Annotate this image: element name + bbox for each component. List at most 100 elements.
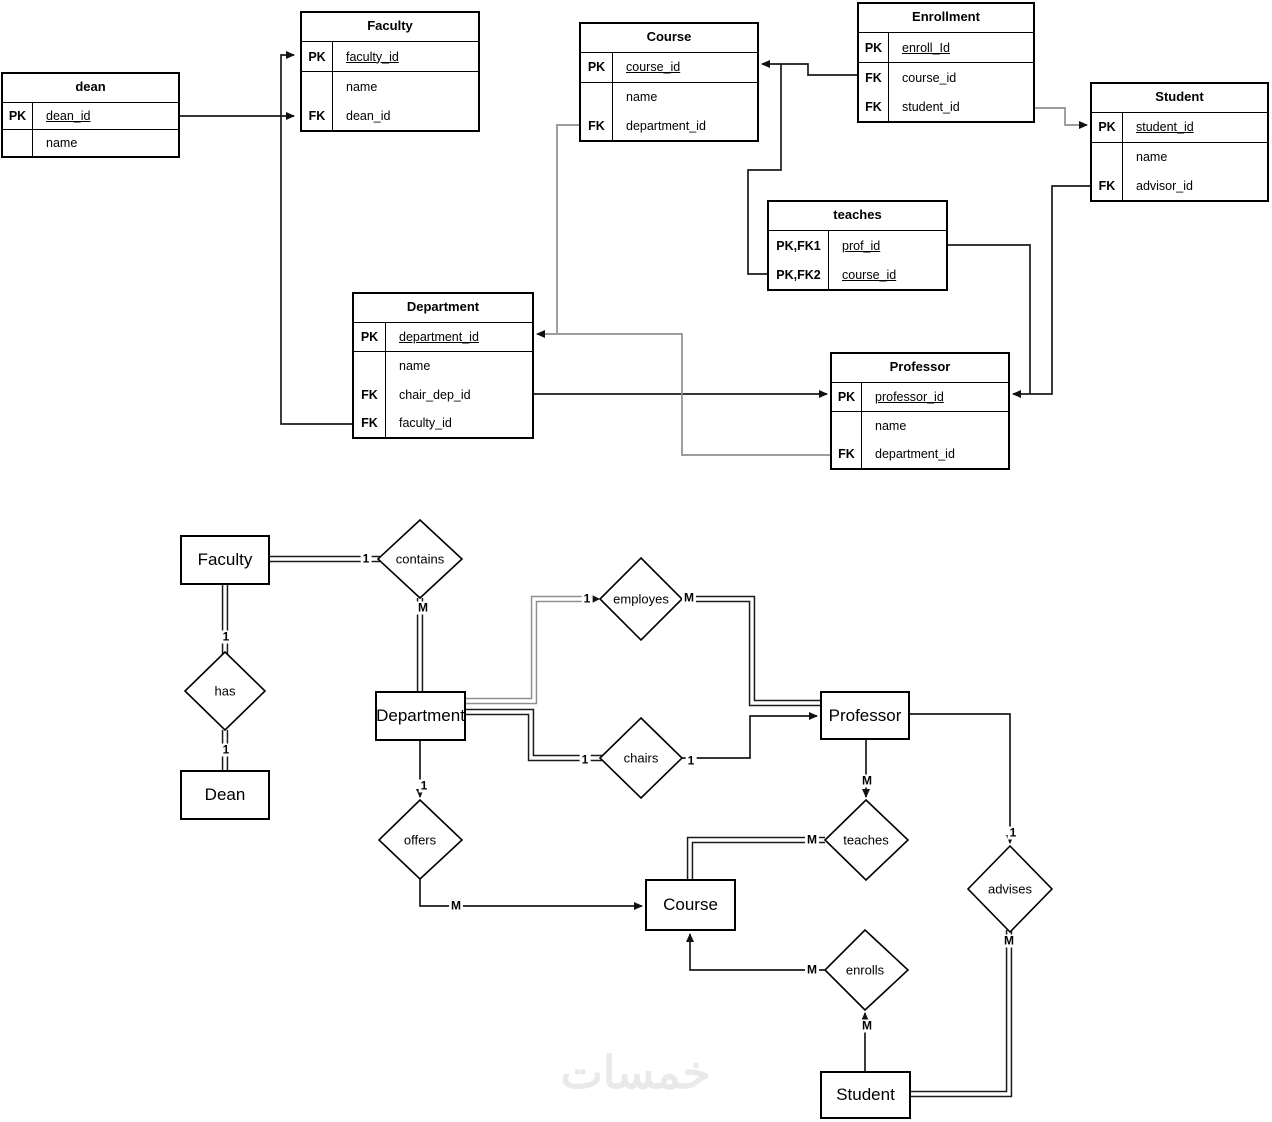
table-row: name [1092,141,1267,172]
table-title: Course [581,24,757,53]
cardinality-teaches-professor: M [860,773,874,788]
key-cell: PK [302,42,333,71]
key-cell [354,352,386,381]
key-cell: PK [3,103,33,129]
relationship-label-offers: offers [403,832,437,848]
relationship-label-teaches: teaches [843,832,889,848]
table-row: name [354,351,532,381]
key-cell [3,130,33,156]
entity-faculty: Faculty [180,535,270,585]
cardinality-contains-faculty: 1 [360,551,372,566]
table-row: PK faculty_id [302,42,478,71]
cardinality-advises-student: M [1002,933,1016,948]
column-name: course_id [902,70,957,85]
table-row: FK department_id [581,111,757,141]
column-name: prof_id [842,238,881,253]
relationship-diamond [823,798,910,882]
relationship-diamond [183,650,267,732]
column-name: department_id [875,447,955,461]
table-row: name [832,411,1008,440]
table-row: FK department_id [832,440,1008,468]
column-name: faculty_id [346,49,399,64]
key-cell: FK [859,92,889,121]
cardinality-offers-course: M [449,898,463,913]
relationship-label-enrolls: enrolls [845,962,885,978]
column-name: professor_id [875,390,944,404]
column-name: course_id [626,60,681,75]
key-cell: PK [581,53,613,82]
er-single-connectors [416,712,1014,1071]
cardinality-teaches-course: M [805,832,819,847]
table-title: Department [354,294,532,323]
cardinality-employes-professor: M [682,590,696,605]
watermark-text: خمسات [560,1047,711,1098]
column-name: department_id [626,118,706,133]
relationship-diamond [598,556,684,642]
cardinality-contains-department: M [416,600,430,615]
cardinality-has-dean: 1 [220,742,232,757]
table-row: name [3,129,178,156]
key-cell: FK [581,111,613,141]
table-title: Enrollment [859,4,1033,33]
column-name: department_id [399,330,479,345]
entity-student: Student [820,1071,911,1119]
key-cell: PK,FK1 [769,231,829,260]
relationship-label-advises: advises [987,881,1033,897]
key-cell [1092,142,1123,172]
key-cell [581,82,613,112]
er-double-lines [221,555,1013,1098]
key-cell: PK [354,323,386,352]
entity-professor: Professor [820,691,910,740]
cardinality-enrolls-student: M [860,1018,874,1033]
column-name: name [1136,150,1168,164]
key-cell: FK [354,380,386,409]
relationship-label-employes: employes [613,591,669,607]
column-name: name [46,136,78,150]
relationship-diamond [376,518,464,600]
table-row: name [581,81,757,112]
cardinality-chairs-department: 1 [579,752,591,767]
relationship-diamond [823,928,910,1012]
table-title: dean [3,74,178,103]
table-row: PK,FK2 course_id [769,260,946,289]
relationship-diamonds [183,518,1054,1012]
column-name: course_id [842,267,897,282]
column-name: name [399,359,431,374]
table-row: name [302,71,478,101]
table-row: PK department_id [354,323,532,352]
entity-department: Department [375,691,466,741]
key-cell: FK [832,440,862,468]
column-name: student_id [902,99,960,114]
key-cell: FK [302,101,333,130]
column-name: name [626,90,658,104]
key-cell: FK [354,408,386,437]
key-cell: PK [859,33,889,62]
arrowhead [591,594,600,604]
table-title: Faculty [302,13,478,42]
column-name: dean_id [46,109,91,123]
key-cell: FK [859,63,889,92]
relationship-label-chairs: chairs [623,750,659,766]
key-cell: FK [1092,171,1123,201]
key-cell: PK,FK2 [769,260,829,289]
table-row: FK course_id [859,62,1033,92]
column-name: name [875,419,907,433]
relationship-diamond [966,844,1054,934]
